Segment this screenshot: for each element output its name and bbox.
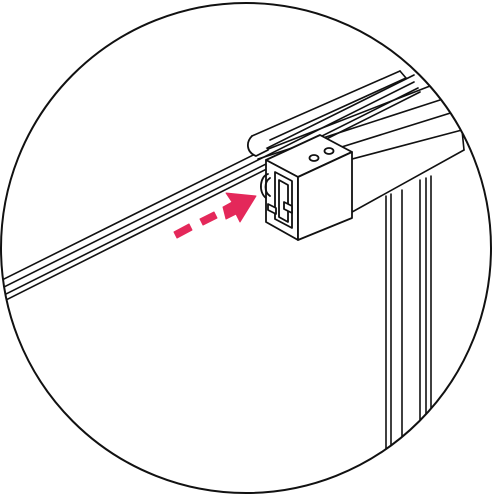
glass-rail (1, 70, 421, 304)
screw-hole-icon (323, 147, 335, 155)
screw-hole-icon (308, 154, 320, 162)
arrow-right-icon (173, 192, 257, 239)
corner-connector (247, 134, 353, 241)
